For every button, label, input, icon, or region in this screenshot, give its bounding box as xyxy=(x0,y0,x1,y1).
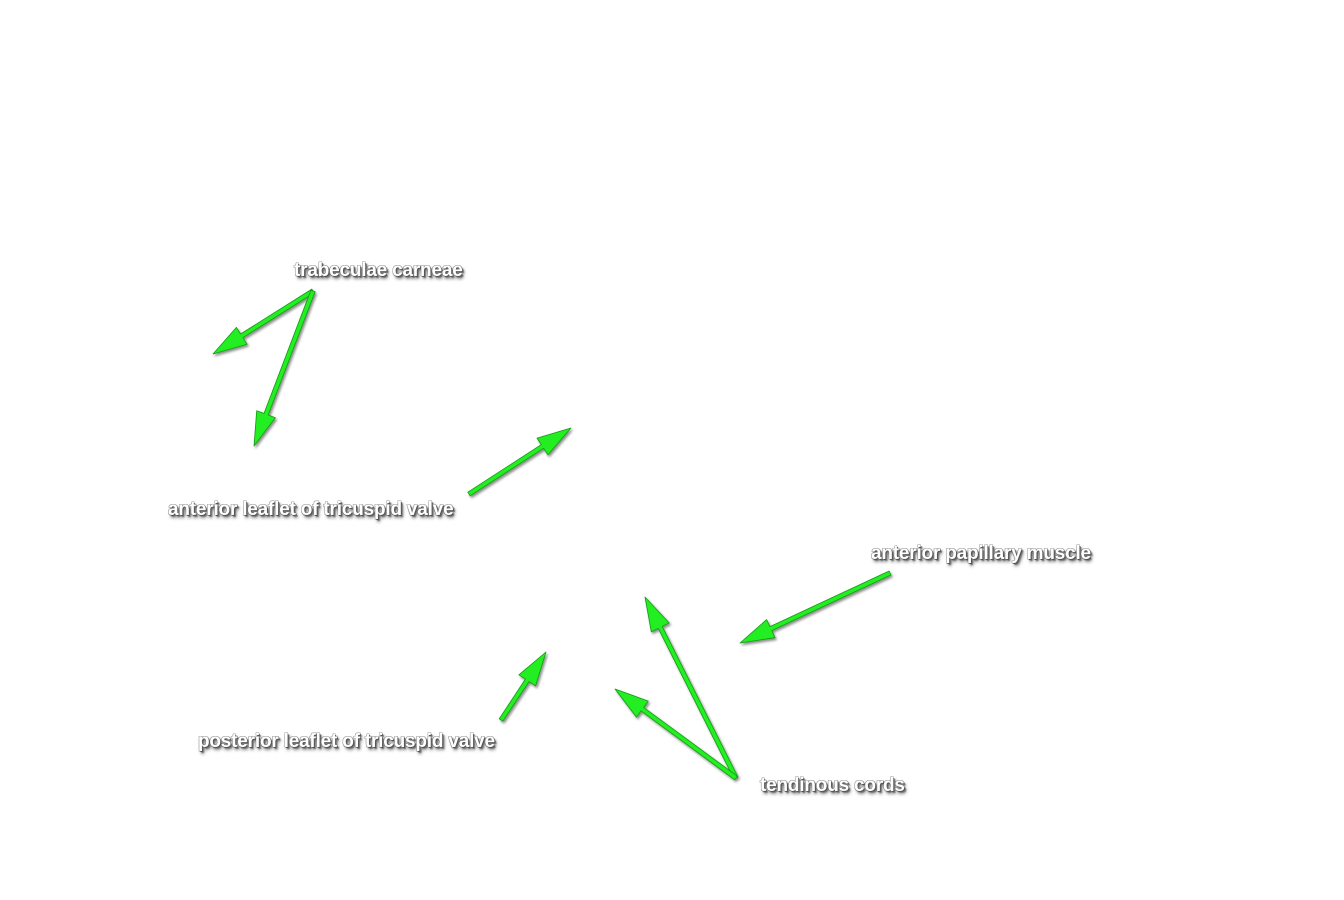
label-anterior-leaflet: anterior leaflet of tricuspid valve xyxy=(168,499,454,520)
arrow-anterior-leaflet xyxy=(467,427,572,497)
arrow-tendinous-1 xyxy=(644,596,739,780)
label-tendinous-cords: tendinous cords xyxy=(760,775,905,796)
arrow-anterior-papillary xyxy=(739,570,892,644)
arrow-trabeculae-2 xyxy=(253,289,316,447)
label-trabeculae-carneae: trabeculae carneae xyxy=(294,260,463,281)
arrow-tendinous-2 xyxy=(614,688,738,781)
label-anterior-papillary-muscle: anterior papillary muscle xyxy=(871,543,1091,564)
label-posterior-leaflet: posterior leaflet of tricuspid valve xyxy=(198,731,495,752)
arrow-trabeculae-1 xyxy=(212,288,315,355)
arrow-posterior-leaflet xyxy=(498,651,547,722)
